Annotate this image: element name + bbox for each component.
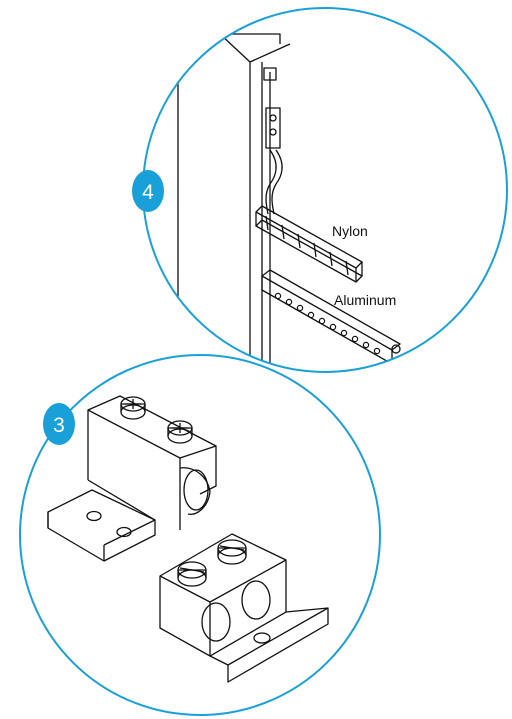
callout-3-number: 3: [53, 414, 65, 437]
callout-4: 4: [132, 170, 164, 212]
detail-4-circle-outline: [142, 7, 508, 373]
enclosure-drawing: [177, 33, 401, 372]
detail-3: 3: [19, 354, 381, 716]
nylon-label: Nylon: [332, 223, 368, 239]
callout-4-number: 4: [142, 181, 154, 204]
callout-3-badge: [43, 403, 75, 445]
aluminum-bar-holes: [274, 292, 381, 355]
callout-3: 3: [43, 403, 75, 445]
single-barrel-lug-drawing: [47, 395, 217, 562]
detail-3-circle-outline: [19, 354, 381, 716]
callout-4-badge: [132, 170, 164, 212]
aluminum-label: Aluminum: [334, 292, 396, 308]
detail-4: Nylon Aluminum 4: [132, 7, 508, 373]
dual-barrel-lug-drawing: [159, 533, 329, 683]
